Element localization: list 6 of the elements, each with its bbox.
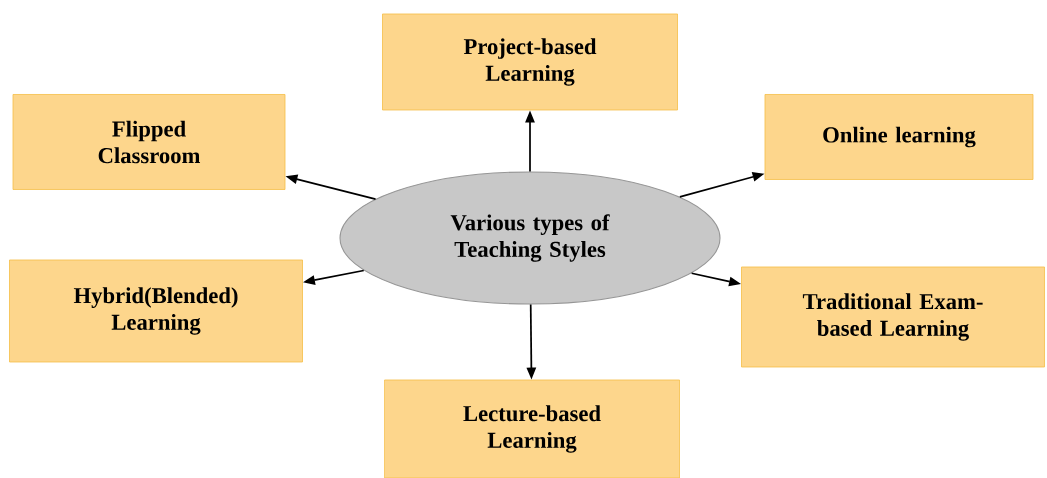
topic-box: Lecture-based Learning xyxy=(384,379,680,478)
topic-box: Traditional Exam-based Learning xyxy=(741,266,1045,368)
topic-box: Online learning xyxy=(764,94,1034,180)
topic-box: Project-based Learning xyxy=(382,13,678,111)
topic-box: Flipped Classroom xyxy=(12,94,286,190)
topic-box: Hybrid(Blended) Learning xyxy=(9,259,303,363)
